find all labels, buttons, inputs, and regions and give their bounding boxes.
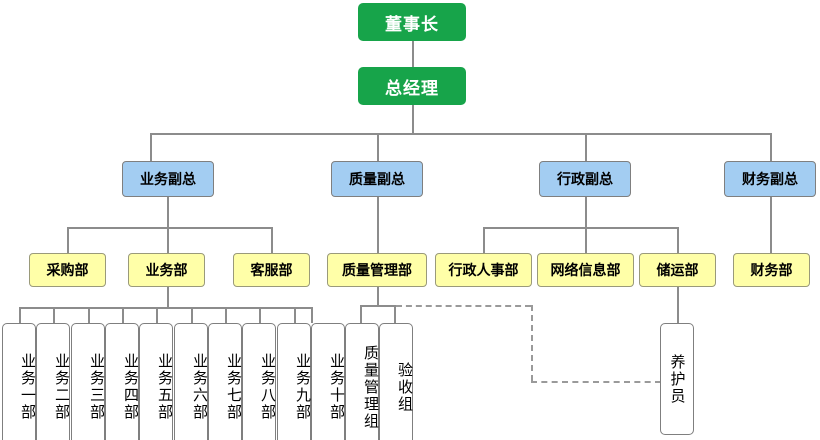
node-unit-business-3-label: 业务三部 bbox=[88, 353, 106, 421]
node-general-manager-label: 总经理 bbox=[385, 78, 439, 99]
node-unit-business-6[interactable]: 业务六部 bbox=[174, 323, 209, 440]
node-unit-business-8[interactable]: 业务八部 bbox=[242, 323, 277, 440]
node-unit-business-4-label: 业务四部 bbox=[122, 353, 140, 421]
node-dept-purchasing-label: 采购部 bbox=[46, 263, 89, 279]
node-vp-quality[interactable]: 质量副总 bbox=[331, 161, 423, 197]
node-unit-business-5-label: 业务五部 bbox=[156, 353, 174, 421]
node-dept-admin-hr[interactable]: 行政人事部 bbox=[435, 253, 532, 287]
connector-to-unit-business-9 bbox=[294, 307, 296, 323]
node-unit-business-2[interactable]: 业务二部 bbox=[36, 323, 71, 440]
dashed-connector-top bbox=[396, 305, 531, 307]
connector-vp-business-stem bbox=[167, 197, 169, 227]
node-dept-admin-hr-label: 行政人事部 bbox=[448, 263, 519, 279]
connector-to-unit-business-8 bbox=[259, 307, 261, 323]
connector-vp-bus bbox=[150, 133, 772, 135]
node-general-manager[interactable]: 总经理 bbox=[358, 67, 466, 105]
connector-to-dept-purchasing bbox=[67, 227, 69, 253]
connector-bus-to-vp-admin bbox=[585, 133, 587, 161]
node-dept-finance-label: 财务部 bbox=[750, 263, 793, 279]
connector-bus-to-vp-business bbox=[150, 133, 152, 161]
node-unit-business-3[interactable]: 业务三部 bbox=[71, 323, 106, 440]
node-vp-admin[interactable]: 行政副总 bbox=[539, 161, 631, 197]
node-dept-network-information[interactable]: 网络信息部 bbox=[537, 253, 634, 287]
connector-units-bus bbox=[19, 307, 311, 309]
node-dept-quality-management-label: 质量管理部 bbox=[342, 263, 412, 279]
node-unit-quality-group[interactable]: 质量管理组 bbox=[345, 323, 380, 440]
connector-gm-stem bbox=[412, 105, 414, 133]
node-dept-business[interactable]: 业务部 bbox=[128, 253, 205, 287]
node-vp-admin-label: 行政副总 bbox=[557, 172, 613, 188]
node-vp-business-label: 业务副总 bbox=[140, 172, 196, 188]
connector-chairman-to-gm bbox=[412, 41, 414, 69]
connector-to-unit-acceptance-group bbox=[394, 305, 396, 323]
node-dept-customer-service-label: 客服部 bbox=[250, 263, 293, 279]
connector-to-unit-business-7 bbox=[225, 307, 227, 323]
connector-quality-groups-bus bbox=[360, 305, 395, 307]
node-unit-business-5[interactable]: 业务五部 bbox=[139, 323, 174, 440]
connector-to-dept-admin-hr bbox=[483, 227, 485, 253]
node-dept-network-information-label: 网络信息部 bbox=[550, 263, 621, 279]
node-unit-quality-group-label: 质量管理组 bbox=[362, 344, 380, 430]
node-dept-storage-transport-label: 储运部 bbox=[656, 263, 699, 279]
node-dept-finance[interactable]: 财务部 bbox=[733, 253, 810, 287]
node-unit-acceptance-group-label: 验收组 bbox=[396, 361, 414, 413]
connector-to-unit-business-10 bbox=[311, 307, 313, 323]
dashed-connector-vertical bbox=[531, 305, 533, 381]
connector-to-dept-customer-service bbox=[271, 227, 273, 253]
node-unit-business-7[interactable]: 业务七部 bbox=[208, 323, 243, 440]
node-unit-business-9-label: 业务九部 bbox=[294, 353, 312, 421]
connector-to-unit-business-4 bbox=[122, 307, 124, 323]
node-dept-storage-transport[interactable]: 储运部 bbox=[639, 253, 716, 287]
node-vp-finance-label: 财务副总 bbox=[742, 172, 798, 188]
node-dept-purchasing[interactable]: 采购部 bbox=[29, 253, 106, 287]
node-unit-business-1[interactable]: 业务一部 bbox=[2, 323, 37, 440]
connector-to-unit-business-1 bbox=[19, 307, 21, 323]
node-chairman-label: 董事长 bbox=[385, 14, 439, 35]
node-unit-business-10-label: 业务十部 bbox=[328, 353, 346, 421]
connector-dept-business-stem bbox=[167, 287, 169, 307]
node-unit-business-4[interactable]: 业务四部 bbox=[105, 323, 140, 440]
node-dept-business-label: 业务部 bbox=[145, 263, 188, 279]
node-dept-customer-service[interactable]: 客服部 bbox=[233, 253, 310, 287]
connector-to-dept-business bbox=[167, 227, 169, 253]
connector-vp-finance-to-dept bbox=[770, 197, 772, 253]
connector-business-dept-bus bbox=[67, 227, 271, 229]
dashed-connector-bottom bbox=[531, 381, 661, 383]
connector-to-unit-business-2 bbox=[53, 307, 55, 323]
connector-admin-dept-bus bbox=[483, 227, 677, 229]
node-unit-maintainer[interactable]: 养护员 bbox=[660, 323, 694, 435]
connector-vp-quality-to-dept bbox=[377, 197, 379, 253]
node-unit-business-7-label: 业务七部 bbox=[225, 353, 243, 421]
connector-dept-quality-stem bbox=[377, 287, 379, 305]
connector-to-unit-business-3 bbox=[88, 307, 90, 323]
connector-to-unit-business-5 bbox=[156, 307, 158, 323]
connector-dept-storage-to-maintainer bbox=[677, 287, 679, 323]
connector-bus-to-vp-quality bbox=[377, 133, 379, 161]
connector-to-unit-quality-group bbox=[360, 305, 362, 323]
node-vp-business[interactable]: 业务副总 bbox=[122, 161, 214, 197]
connector-to-unit-business-6 bbox=[191, 307, 193, 323]
node-unit-maintainer-label: 养护员 bbox=[668, 353, 687, 405]
node-unit-business-1-label: 业务一部 bbox=[19, 353, 37, 421]
node-unit-acceptance-group[interactable]: 验收组 bbox=[379, 323, 414, 440]
connector-bus-to-vp-finance bbox=[770, 133, 772, 161]
node-unit-business-2-label: 业务二部 bbox=[53, 353, 71, 421]
node-unit-business-8-label: 业务八部 bbox=[259, 353, 277, 421]
node-vp-finance[interactable]: 财务副总 bbox=[724, 161, 816, 197]
connector-to-dept-storage-transport bbox=[677, 227, 679, 253]
node-vp-quality-label: 质量副总 bbox=[349, 172, 405, 188]
connector-vp-admin-stem bbox=[585, 197, 587, 227]
node-unit-business-6-label: 业务六部 bbox=[191, 353, 209, 421]
node-unit-business-9[interactable]: 业务九部 bbox=[277, 323, 312, 440]
node-unit-business-10[interactable]: 业务十部 bbox=[311, 323, 346, 440]
node-chairman[interactable]: 董事长 bbox=[358, 3, 466, 41]
node-dept-quality-management[interactable]: 质量管理部 bbox=[327, 253, 427, 287]
connector-to-dept-network-information bbox=[585, 227, 587, 253]
